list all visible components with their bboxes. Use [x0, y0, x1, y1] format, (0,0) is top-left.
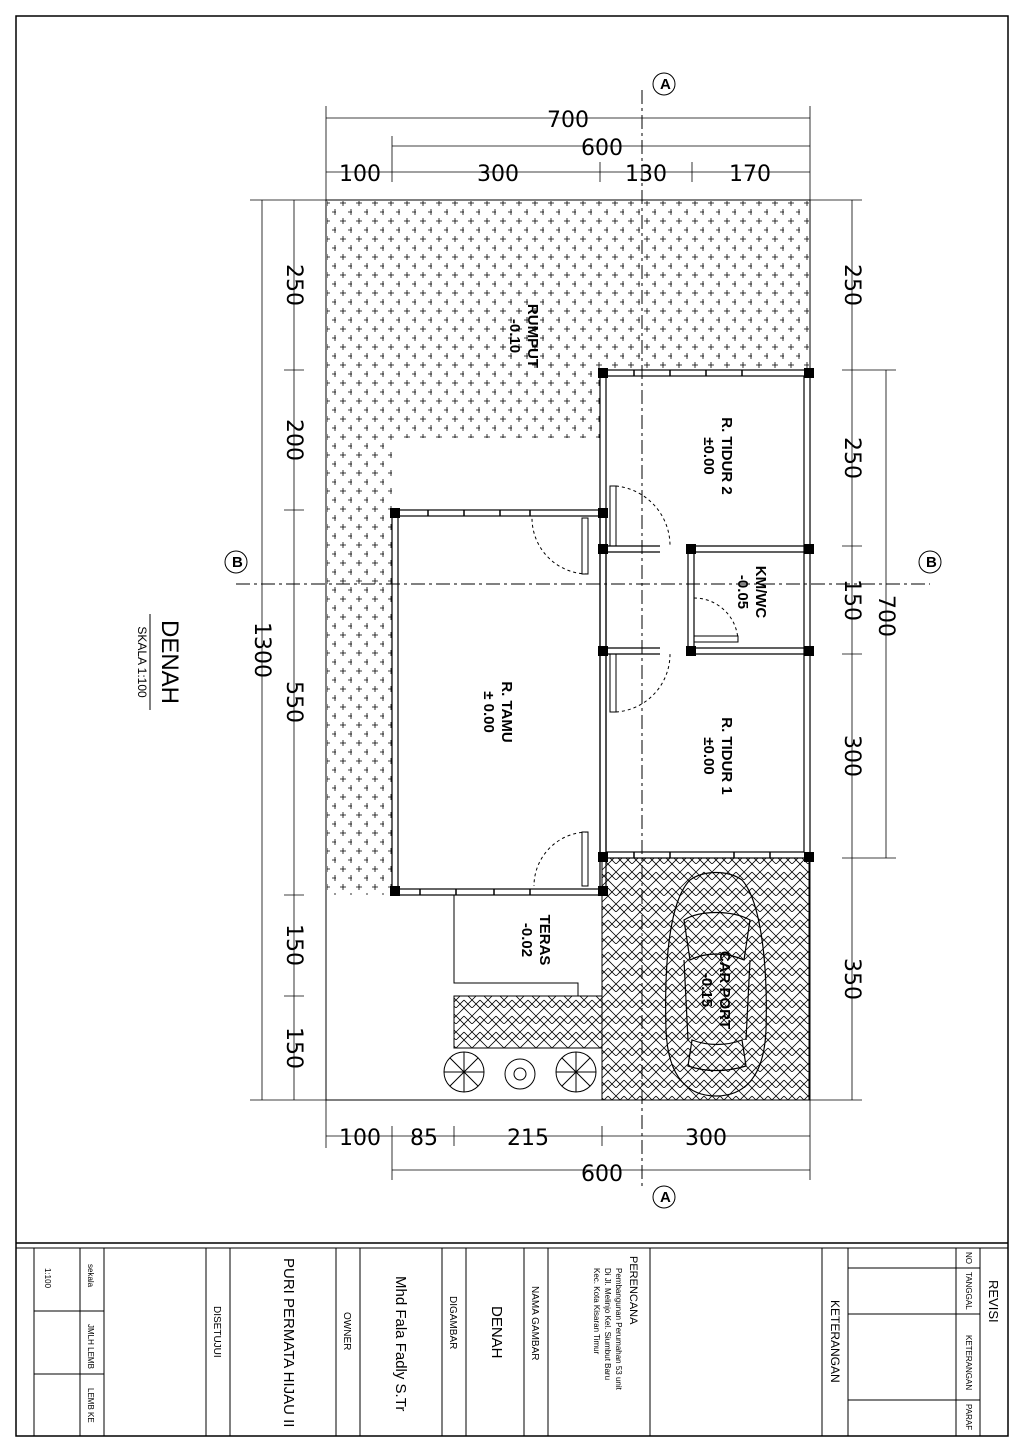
- revisi-label: REVISI: [986, 1280, 1001, 1323]
- section-a-bottom-marker: [652, 1185, 676, 1209]
- dim-bottom-overall: 600: [581, 1162, 623, 1187]
- disetujui-label: DISETUJUI: [211, 1306, 222, 1358]
- skala-value: 1:100: [43, 1268, 52, 1289]
- revisi-col-no: NO: [964, 1252, 973, 1264]
- digambar-label: DIGAMBAR: [447, 1296, 458, 1349]
- nama-gambar-value: DENAH: [488, 1306, 505, 1359]
- doors: [531, 485, 739, 887]
- room-kmwc-name: KM/WC: [752, 566, 769, 619]
- dim-right-4: 300: [839, 735, 864, 777]
- keterangan-label: KETERANGAN: [828, 1300, 842, 1383]
- car-icon: [665, 871, 767, 1097]
- dim-bottom-2: 85: [410, 1126, 438, 1151]
- perencana-line-2: Di Jl. Melinjo Kel. Siumbut Baru: [603, 1268, 612, 1380]
- dim-right-2: 250: [839, 437, 864, 479]
- revisi-col-paraf: PARAF: [964, 1404, 973, 1430]
- drawing-title: DENAH: [156, 620, 183, 704]
- dim-top-inner: 600: [581, 136, 623, 161]
- windows: [419, 370, 771, 895]
- jml-lemb-label: JMLH LEMB: [86, 1324, 95, 1369]
- dim-top-3: 130: [625, 162, 667, 187]
- room-labels: RUMPUT -0.10 R. TIDUR 2 ±0.00 KM/WC -0.0…: [480, 304, 769, 1029]
- room-tidur2-name: R. TIDUR 2: [718, 417, 735, 495]
- owner-label: OWNER: [341, 1312, 352, 1350]
- walls: [391, 369, 811, 896]
- dim-left-2: 200: [281, 419, 306, 461]
- room-kmwc-level: -0.05: [734, 575, 751, 609]
- front-paving: [453, 995, 603, 1049]
- columns: [390, 368, 814, 896]
- dim-top-4: 170: [729, 162, 771, 187]
- perencana-line-3: Kec. Kota Kisaran Timur: [592, 1268, 601, 1355]
- room-rumput-level: -0.10: [506, 319, 523, 353]
- room-tidur1-level: ±0.00: [700, 737, 717, 774]
- section-b-left-label: B: [232, 554, 243, 571]
- dim-right-1: 250: [839, 264, 864, 306]
- dim-bottom-1: 100: [339, 1126, 381, 1151]
- revisi-col-tanggal: TANGGAL: [964, 1272, 973, 1310]
- owner-value: PURI PERMATA HIJAU II: [280, 1258, 297, 1427]
- nama-gambar-label: NAMA GAMBAR: [529, 1286, 540, 1360]
- digambar-value: Mhd Fala Fadly S.Tr: [392, 1276, 409, 1411]
- room-carport-name: CAR PORT: [716, 951, 733, 1029]
- room-teras-level: -0.02: [518, 923, 535, 957]
- dim-top-2: 300: [477, 162, 519, 187]
- room-rumput-name: RUMPUT: [524, 304, 541, 368]
- section-b-right-marker: [918, 550, 942, 574]
- room-tidur2-level: ±0.00: [700, 437, 717, 474]
- perencana-label: PERENCANA: [627, 1256, 639, 1325]
- drawing-scale: SKALA 1:100: [135, 626, 149, 698]
- dim-left-5: 150: [281, 1027, 306, 1069]
- carport-paving: [601, 857, 810, 1101]
- room-tidur1-name: R. TIDUR 1: [718, 717, 735, 795]
- dim-left-overall: 1300: [249, 622, 274, 678]
- room-tamu-name: R. TAMU: [498, 681, 515, 742]
- section-b-left-marker: [224, 550, 248, 574]
- section-lines: [236, 90, 930, 1190]
- dim-right-5: 350: [839, 958, 864, 1000]
- room-tamu-level: ± 0.00: [480, 691, 497, 733]
- dim-left-4: 150: [281, 924, 306, 966]
- room-teras-name: TERAS: [536, 915, 553, 966]
- section-a-top-marker: [652, 72, 676, 96]
- room-carport-level: -0.15: [698, 973, 715, 1007]
- dim-top-1: 100: [339, 162, 381, 187]
- skala-label: sekala: [86, 1264, 95, 1288]
- revisi-col-keterangan: KETERANGAN: [964, 1335, 973, 1390]
- dim-right-3: 150: [839, 579, 864, 621]
- dimension-lines: [250, 106, 896, 1180]
- lemb-ke-label: LEMB KE: [86, 1388, 95, 1423]
- dim-bottom-3: 215: [507, 1126, 549, 1151]
- dim-top-overall: 700: [547, 108, 589, 133]
- perencana-line-1: Pembangunan Perumahan 53 unit: [614, 1268, 623, 1391]
- grass-area: [327, 201, 809, 895]
- dim-left-1: 250: [281, 264, 306, 306]
- dim-left-3: 550: [281, 681, 306, 723]
- plant-icons: [443, 1051, 597, 1093]
- dim-right-overall: 700: [873, 595, 898, 637]
- dim-bottom-4: 300: [685, 1126, 727, 1151]
- section-a-top-label: A: [660, 76, 671, 93]
- title-block: [15, 1247, 1009, 1437]
- section-b-right-label: B: [926, 554, 937, 571]
- section-a-bottom-label: A: [660, 1189, 671, 1206]
- title-block-text: REVISI NO TANGGAL KETERANGAN PARAF KETER…: [43, 1252, 1001, 1430]
